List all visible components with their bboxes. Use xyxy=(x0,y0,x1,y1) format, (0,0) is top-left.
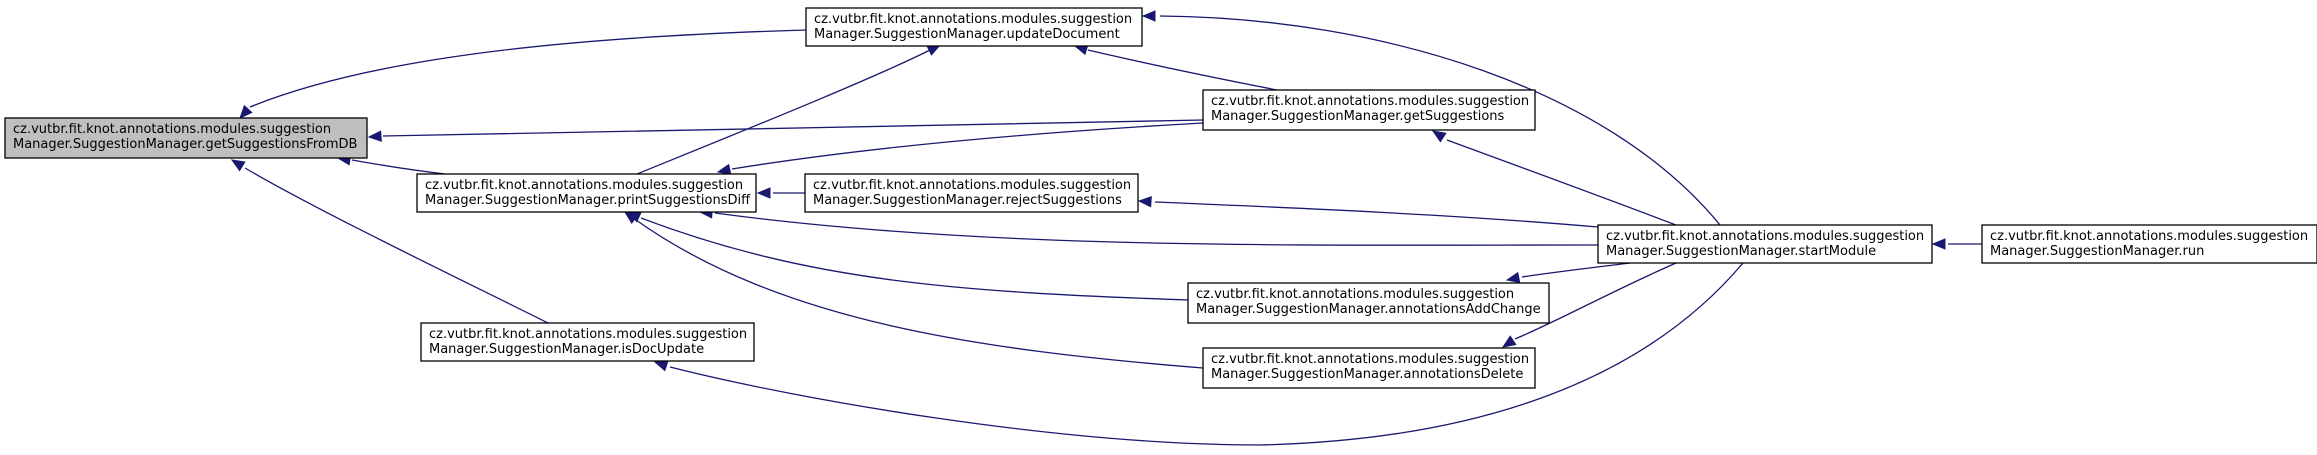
node-box xyxy=(804,173,1139,213)
edge-rejectSuggestions-to-printSuggestionsDiff xyxy=(756,187,805,199)
node-label-line: Manager.SuggestionManager.annotationsDel… xyxy=(1211,367,1523,382)
node-label-line: cz.vutbr.fit.knot.annotations.modules.su… xyxy=(1606,229,1924,244)
arrowhead-icon xyxy=(1505,271,1521,284)
arrowhead-icon xyxy=(716,163,732,176)
edge-getSuggestions-to-getSuggestionsFromDB xyxy=(367,119,1204,142)
arrowhead-icon xyxy=(1501,335,1517,348)
node-label-line: Manager.SuggestionManager.getSuggestions xyxy=(1211,109,1505,124)
node-box xyxy=(1981,224,2317,264)
arrowhead-icon xyxy=(239,104,253,119)
node-label-line: Manager.SuggestionManager.updateDocument xyxy=(814,27,1120,42)
edge-line xyxy=(669,262,1744,446)
edge-line xyxy=(635,219,1204,369)
node-label-line: cz.vutbr.fit.knot.annotations.modules.su… xyxy=(1990,229,2308,244)
node-label-line: Manager.SuggestionManager.rejectSuggesti… xyxy=(813,193,1122,208)
edge-getSuggestions-to-printSuggestionsDiff xyxy=(716,122,1204,176)
node-box xyxy=(4,117,368,159)
node-label-line: Manager.SuggestionManager.run xyxy=(1990,244,2204,259)
node-box xyxy=(805,7,1143,47)
edge-line xyxy=(1521,262,1631,278)
edge-startModule-to-annotationsDelete xyxy=(1501,262,1677,348)
node-box xyxy=(420,322,755,362)
node-run[interactable]: cz.vutbr.fit.knot.annotations.modules.su… xyxy=(1981,224,2317,264)
arrowhead-icon xyxy=(230,159,246,172)
node-box xyxy=(1202,89,1536,131)
edge-line xyxy=(1514,262,1677,340)
edges-layer xyxy=(230,10,1982,446)
edge-line xyxy=(1154,201,1599,228)
node-isDocUpdate[interactable]: cz.vutbr.fit.knot.annotations.modules.su… xyxy=(420,322,755,362)
edge-line xyxy=(1159,15,1721,226)
node-label-line: cz.vutbr.fit.knot.annotations.modules.su… xyxy=(13,122,331,137)
node-label-line: Manager.SuggestionManager.annotationsAdd… xyxy=(1196,302,1541,317)
edge-line xyxy=(731,122,1204,170)
node-printSuggestionsDiff[interactable]: cz.vutbr.fit.knot.annotations.modules.su… xyxy=(416,173,757,213)
node-annotationsDelete[interactable]: cz.vutbr.fit.knot.annotations.modules.su… xyxy=(1202,347,1536,389)
edge-updateDocument-to-getSuggestionsFromDB xyxy=(239,29,807,119)
arrowhead-icon xyxy=(1431,130,1447,143)
edge-line xyxy=(351,159,446,175)
node-box xyxy=(1187,282,1550,324)
edge-getSuggestions-to-updateDocument xyxy=(1073,44,1278,91)
arrowhead-icon xyxy=(1141,10,1156,22)
node-label-line: cz.vutbr.fit.knot.annotations.modules.su… xyxy=(1211,352,1529,367)
edge-line xyxy=(244,167,549,324)
arrowhead-icon xyxy=(756,187,771,199)
arrowhead-icon xyxy=(1931,238,1946,250)
node-label-line: cz.vutbr.fit.knot.annotations.modules.su… xyxy=(425,178,743,193)
node-getSuggestions[interactable]: cz.vutbr.fit.knot.annotations.modules.su… xyxy=(1202,89,1536,131)
edge-line xyxy=(382,119,1204,137)
arrowhead-icon xyxy=(367,130,382,142)
edge-isDocUpdate-to-getSuggestionsFromDB xyxy=(230,159,549,324)
nodes-layer: cz.vutbr.fit.knot.annotations.modules.su… xyxy=(4,7,2317,389)
edge-line xyxy=(1087,49,1278,91)
node-box xyxy=(1202,347,1536,389)
node-label-line: Manager.SuggestionManager.printSuggestio… xyxy=(425,193,751,208)
edge-startModule-to-rejectSuggestions xyxy=(1137,196,1599,228)
node-box xyxy=(416,173,757,213)
node-label-line: Manager.SuggestionManager.isDocUpdate xyxy=(429,342,704,357)
node-label-line: cz.vutbr.fit.knot.annotations.modules.su… xyxy=(814,12,1132,27)
edge-startModule-to-getSuggestions xyxy=(1431,130,1677,226)
node-label-line: Manager.SuggestionManager.getSuggestions… xyxy=(13,137,357,152)
node-label-line: cz.vutbr.fit.knot.annotations.modules.su… xyxy=(429,327,747,342)
node-box xyxy=(1597,224,1933,264)
node-label-line: cz.vutbr.fit.knot.annotations.modules.su… xyxy=(813,178,1131,193)
edge-line xyxy=(640,217,1189,301)
node-updateDocument[interactable]: cz.vutbr.fit.knot.annotations.modules.su… xyxy=(805,7,1143,47)
node-rejectSuggestions[interactable]: cz.vutbr.fit.knot.annotations.modules.su… xyxy=(804,173,1139,213)
arrowhead-icon xyxy=(623,211,639,225)
node-startModule[interactable]: cz.vutbr.fit.knot.annotations.modules.su… xyxy=(1597,224,1933,264)
edge-run-to-startModule xyxy=(1931,238,1982,250)
arrowhead-icon xyxy=(653,360,669,372)
node-label-line: cz.vutbr.fit.knot.annotations.modules.su… xyxy=(1211,94,1529,109)
edge-annotationsDelete-to-printSuggestionsDiff xyxy=(623,211,1204,369)
edge-line xyxy=(714,212,1599,246)
edge-annotationsAddChange-to-printSuggestionsDiff xyxy=(626,211,1189,301)
edge-line xyxy=(636,49,931,175)
arrowhead-icon xyxy=(1137,196,1152,208)
edge-startModule-to-printSuggestionsDiff xyxy=(698,207,1599,246)
node-annotationsAddChange[interactable]: cz.vutbr.fit.knot.annotations.modules.su… xyxy=(1187,282,1550,324)
edge-line xyxy=(1446,139,1677,226)
node-getSuggestionsFromDB[interactable]: cz.vutbr.fit.knot.annotations.modules.su… xyxy=(4,117,368,159)
node-label-line: Manager.SuggestionManager.startModule xyxy=(1606,244,1876,259)
node-label-line: cz.vutbr.fit.knot.annotations.modules.su… xyxy=(1196,287,1514,302)
edge-printSuggestionsDiff-to-updateDocument xyxy=(636,44,942,175)
edge-startModule-to-updateDocument xyxy=(1141,10,1721,226)
edge-line xyxy=(249,29,807,108)
edge-startModule-to-annotationsAddChange xyxy=(1505,262,1631,284)
